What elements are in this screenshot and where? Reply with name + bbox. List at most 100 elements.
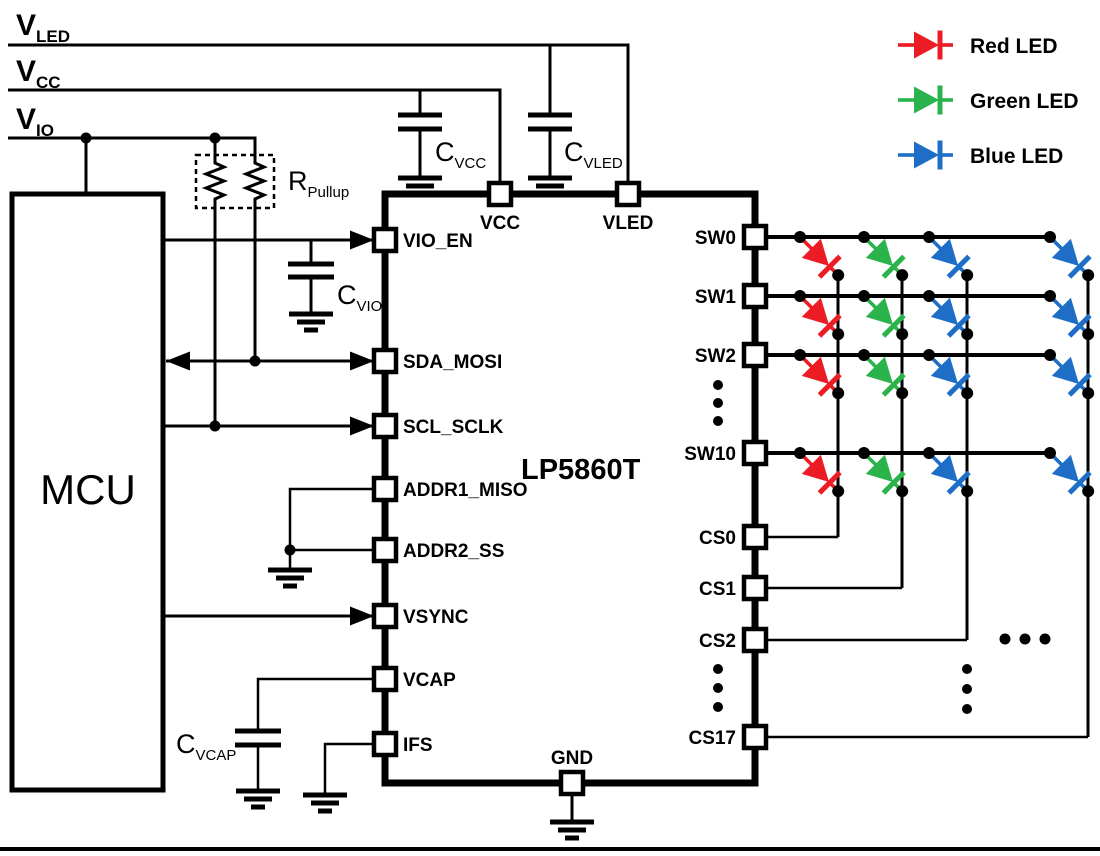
cvcap-label: CVCAP <box>176 729 236 764</box>
pin-sw0 <box>741 223 769 251</box>
pin-addr2-ss <box>371 536 399 564</box>
pin-sda-mosi <box>371 347 399 375</box>
pin-label-sw1: SW1 <box>695 287 737 308</box>
blue-led-icon <box>915 282 982 349</box>
pin-cs1 <box>741 574 769 602</box>
junction-dot <box>209 132 221 144</box>
green-led-icon <box>850 341 917 408</box>
pin-label-sw0: SW0 <box>695 228 736 249</box>
junction-dot <box>284 544 296 556</box>
rail-vio-label: VIO <box>16 103 54 140</box>
pin-sw10 <box>741 439 769 467</box>
arrow-right-icon <box>350 230 374 250</box>
vcc-rail-wire <box>8 88 502 183</box>
pin-vio-en <box>371 226 399 254</box>
pin-label-vled: VLED <box>603 213 654 234</box>
ifs-gnd-wire <box>323 742 375 795</box>
pin-label-addr1-miso: ADDR1_MISO <box>403 480 528 501</box>
green-led-icon <box>898 85 953 115</box>
pin-vcc <box>486 180 514 208</box>
ground-symbol <box>268 570 312 586</box>
green-led-icon <box>850 439 917 506</box>
ground-symbol <box>550 822 594 838</box>
ic-part-number: LP5860T <box>521 454 641 486</box>
pin-vcap <box>371 665 399 693</box>
pin-vsync <box>371 602 399 630</box>
sw-pin-ellipsis <box>713 380 723 426</box>
pin-cs2 <box>741 626 769 654</box>
pin-sw2 <box>741 341 769 369</box>
bottom-rule <box>0 847 1100 851</box>
pin-label-cs1: CS1 <box>699 579 736 600</box>
cvcc-label: CVCC <box>435 137 486 172</box>
vcap-wire <box>256 677 375 791</box>
pin-label-sw10: SW10 <box>684 444 736 465</box>
power-rails: VLED VCC VIO <box>8 9 630 194</box>
arrow-right-icon <box>350 416 374 436</box>
pin-label-scl-sclk: SCL_SCLK <box>403 417 504 438</box>
pin-sw1 <box>741 282 769 310</box>
junction-dot <box>209 420 221 432</box>
blue-led-icon <box>1036 439 1100 506</box>
blue-led-icon <box>915 223 982 290</box>
pin-label-sw2: SW2 <box>695 346 736 367</box>
pin-label-vcap: VCAP <box>403 670 456 691</box>
addr-gnd-wire <box>288 487 375 570</box>
mcu-label: MCU <box>40 466 136 513</box>
decoupling-caps-top: CVCC CVLED <box>398 45 623 194</box>
pullup-dashed-box <box>194 153 276 210</box>
rail-vcc-label: VCC <box>16 55 61 92</box>
vled-rail-wire <box>8 43 630 183</box>
signal-wires: CVIO CVCAP <box>163 230 382 812</box>
arrow-left-icon <box>166 351 190 371</box>
red-led-icon <box>786 223 853 290</box>
pin-scl-sclk <box>371 412 399 440</box>
blue-led-icon <box>915 439 982 506</box>
pin-label-cs0: CS0 <box>699 528 736 549</box>
pin-cs0 <box>741 523 769 551</box>
blue-led-icon <box>1036 223 1100 290</box>
junction-dot <box>80 132 92 144</box>
pin-label-vio-en: VIO_EN <box>403 231 473 252</box>
pin-label-addr2-ss: ADDR2_SS <box>403 541 504 562</box>
blue-led-icon <box>915 341 982 408</box>
arrow-right-icon <box>350 606 374 626</box>
ic-box <box>381 190 759 787</box>
pin-vled <box>614 180 642 208</box>
pin-label-ifs: IFS <box>403 735 433 756</box>
arrow-right-icon <box>350 351 374 371</box>
pullup-resistors: RPullup <box>194 153 349 426</box>
blue-led-icon <box>1036 282 1100 349</box>
red-led-icon <box>786 439 853 506</box>
cvio-label: CVIO <box>337 280 382 315</box>
mcu-box <box>9 191 166 793</box>
legend-red-label: Red LED <box>970 35 1058 58</box>
pin-cs17 <box>741 723 769 751</box>
pullup-label: RPullup <box>288 166 349 201</box>
resistor-icon <box>241 160 269 203</box>
resistor-icon <box>201 160 229 203</box>
pin-label-cs17: CS17 <box>688 728 736 749</box>
cvled-label: CVLED <box>564 137 623 172</box>
ground-symbol <box>236 791 280 807</box>
pin-label-vsync: VSYNC <box>403 607 469 628</box>
ic-block: LP5860T VCC VLED GND VIO_EN SDA_MOSI SCL… <box>371 180 769 838</box>
matrix-ellipsis-columns <box>962 633 1051 714</box>
blue-led-icon <box>1036 341 1100 408</box>
pin-addr1-miso <box>371 475 399 503</box>
legend: Red LED Green LED Blue LED <box>898 30 1079 170</box>
legend-blue-label: Blue LED <box>970 145 1063 168</box>
cs-pin-ellipsis <box>713 664 723 712</box>
legend-green-label: Green LED <box>970 90 1079 113</box>
blue-led-icon <box>898 140 953 170</box>
pin-label-vcc: VCC <box>480 213 520 234</box>
ground-symbol <box>289 314 333 330</box>
pin-label-gnd: GND <box>551 748 593 769</box>
ground-symbol <box>303 795 347 811</box>
mcu-block: MCU <box>9 191 166 793</box>
pin-label-cs2: CS2 <box>699 631 736 652</box>
pin-gnd <box>558 769 586 797</box>
pin-label-sda-mosi: SDA_MOSI <box>403 352 502 373</box>
